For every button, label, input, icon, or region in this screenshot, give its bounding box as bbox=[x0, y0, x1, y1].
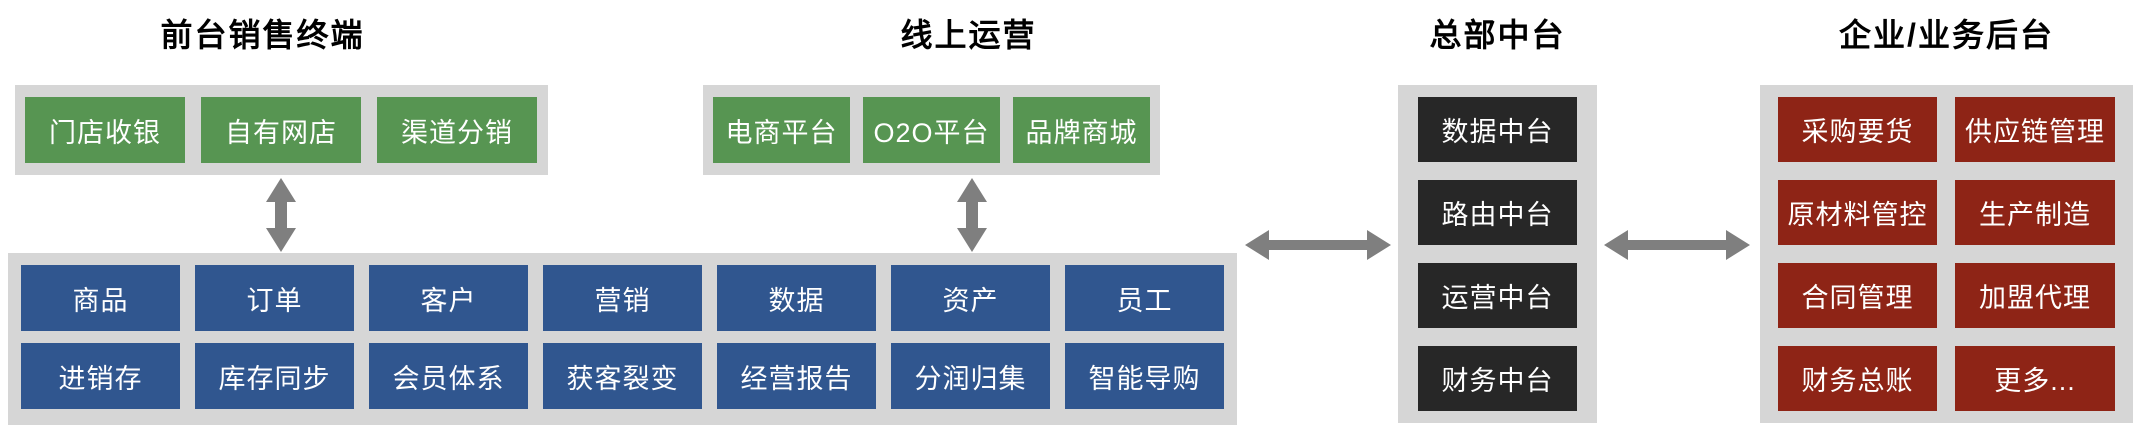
platform-capability-item: 获客裂变 bbox=[543, 343, 702, 409]
double-arrow-horizontal-icon bbox=[1604, 230, 1750, 260]
section-title-hq-middle: 总部中台 bbox=[1429, 17, 1566, 53]
middle-platform-group: 商品 订单 客户 营销 数据 资产 员工 进销存 库存同步 会员体系 获客裂变 … bbox=[8, 253, 1237, 425]
backend-item: 原材料管控 bbox=[1778, 180, 1937, 245]
online-ops-item: O2O平台 bbox=[863, 97, 1000, 163]
online-ops-group: 电商平台 O2O平台 品牌商城 bbox=[703, 85, 1160, 175]
backend-item: 加盟代理 bbox=[1955, 263, 2115, 328]
backend-item: 生产制造 bbox=[1955, 180, 2115, 245]
hq-middle-item: 运营中台 bbox=[1418, 263, 1577, 328]
front-terminal-item: 门店收银 bbox=[25, 97, 185, 163]
platform-capability-item: 商品 bbox=[21, 265, 180, 331]
backend-item: 财务总账 bbox=[1778, 346, 1937, 411]
hq-middle-item: 财务中台 bbox=[1418, 346, 1577, 411]
platform-capability-item: 智能导购 bbox=[1065, 343, 1224, 409]
front-terminal-item: 渠道分销 bbox=[377, 97, 537, 163]
platform-capability-item: 进销存 bbox=[21, 343, 180, 409]
enterprise-backend-group: 采购要货 供应链管理 原材料管控 生产制造 合同管理 加盟代理 财务总账 更多.… bbox=[1760, 85, 2133, 423]
platform-capability-item: 分润归集 bbox=[891, 343, 1050, 409]
front-terminal-group: 门店收银 自有网店 渠道分销 bbox=[15, 85, 548, 175]
online-ops-item: 品牌商城 bbox=[1013, 97, 1150, 163]
front-terminal-item: 自有网店 bbox=[201, 97, 361, 163]
section-title-online-ops: 线上运营 bbox=[900, 17, 1037, 53]
double-arrow-vertical-icon bbox=[266, 178, 296, 252]
hq-middle-group: 数据中台 路由中台 运营中台 财务中台 bbox=[1398, 85, 1597, 423]
platform-capability-item: 营销 bbox=[543, 265, 702, 331]
hq-middle-item: 数据中台 bbox=[1418, 97, 1577, 162]
backend-item: 供应链管理 bbox=[1955, 97, 2115, 162]
platform-capability-item: 经营报告 bbox=[717, 343, 876, 409]
platform-capability-item: 客户 bbox=[369, 265, 528, 331]
double-arrow-vertical-icon bbox=[957, 178, 987, 252]
online-ops-item: 电商平台 bbox=[713, 97, 850, 163]
platform-capability-item: 数据 bbox=[717, 265, 876, 331]
platform-capability-item: 库存同步 bbox=[195, 343, 354, 409]
section-title-front-terminal: 前台销售终端 bbox=[160, 17, 365, 53]
platform-capability-item: 资产 bbox=[891, 265, 1050, 331]
platform-capability-item: 会员体系 bbox=[369, 343, 528, 409]
platform-capability-item: 员工 bbox=[1065, 265, 1224, 331]
hq-middle-item: 路由中台 bbox=[1418, 180, 1577, 245]
backend-item: 采购要货 bbox=[1778, 97, 1937, 162]
platform-capability-item: 订单 bbox=[195, 265, 354, 331]
backend-item: 合同管理 bbox=[1778, 263, 1937, 328]
double-arrow-horizontal-icon bbox=[1245, 230, 1391, 260]
backend-item: 更多... bbox=[1955, 346, 2115, 411]
section-title-enterprise-backend: 企业/业务后台 bbox=[1839, 17, 2054, 53]
